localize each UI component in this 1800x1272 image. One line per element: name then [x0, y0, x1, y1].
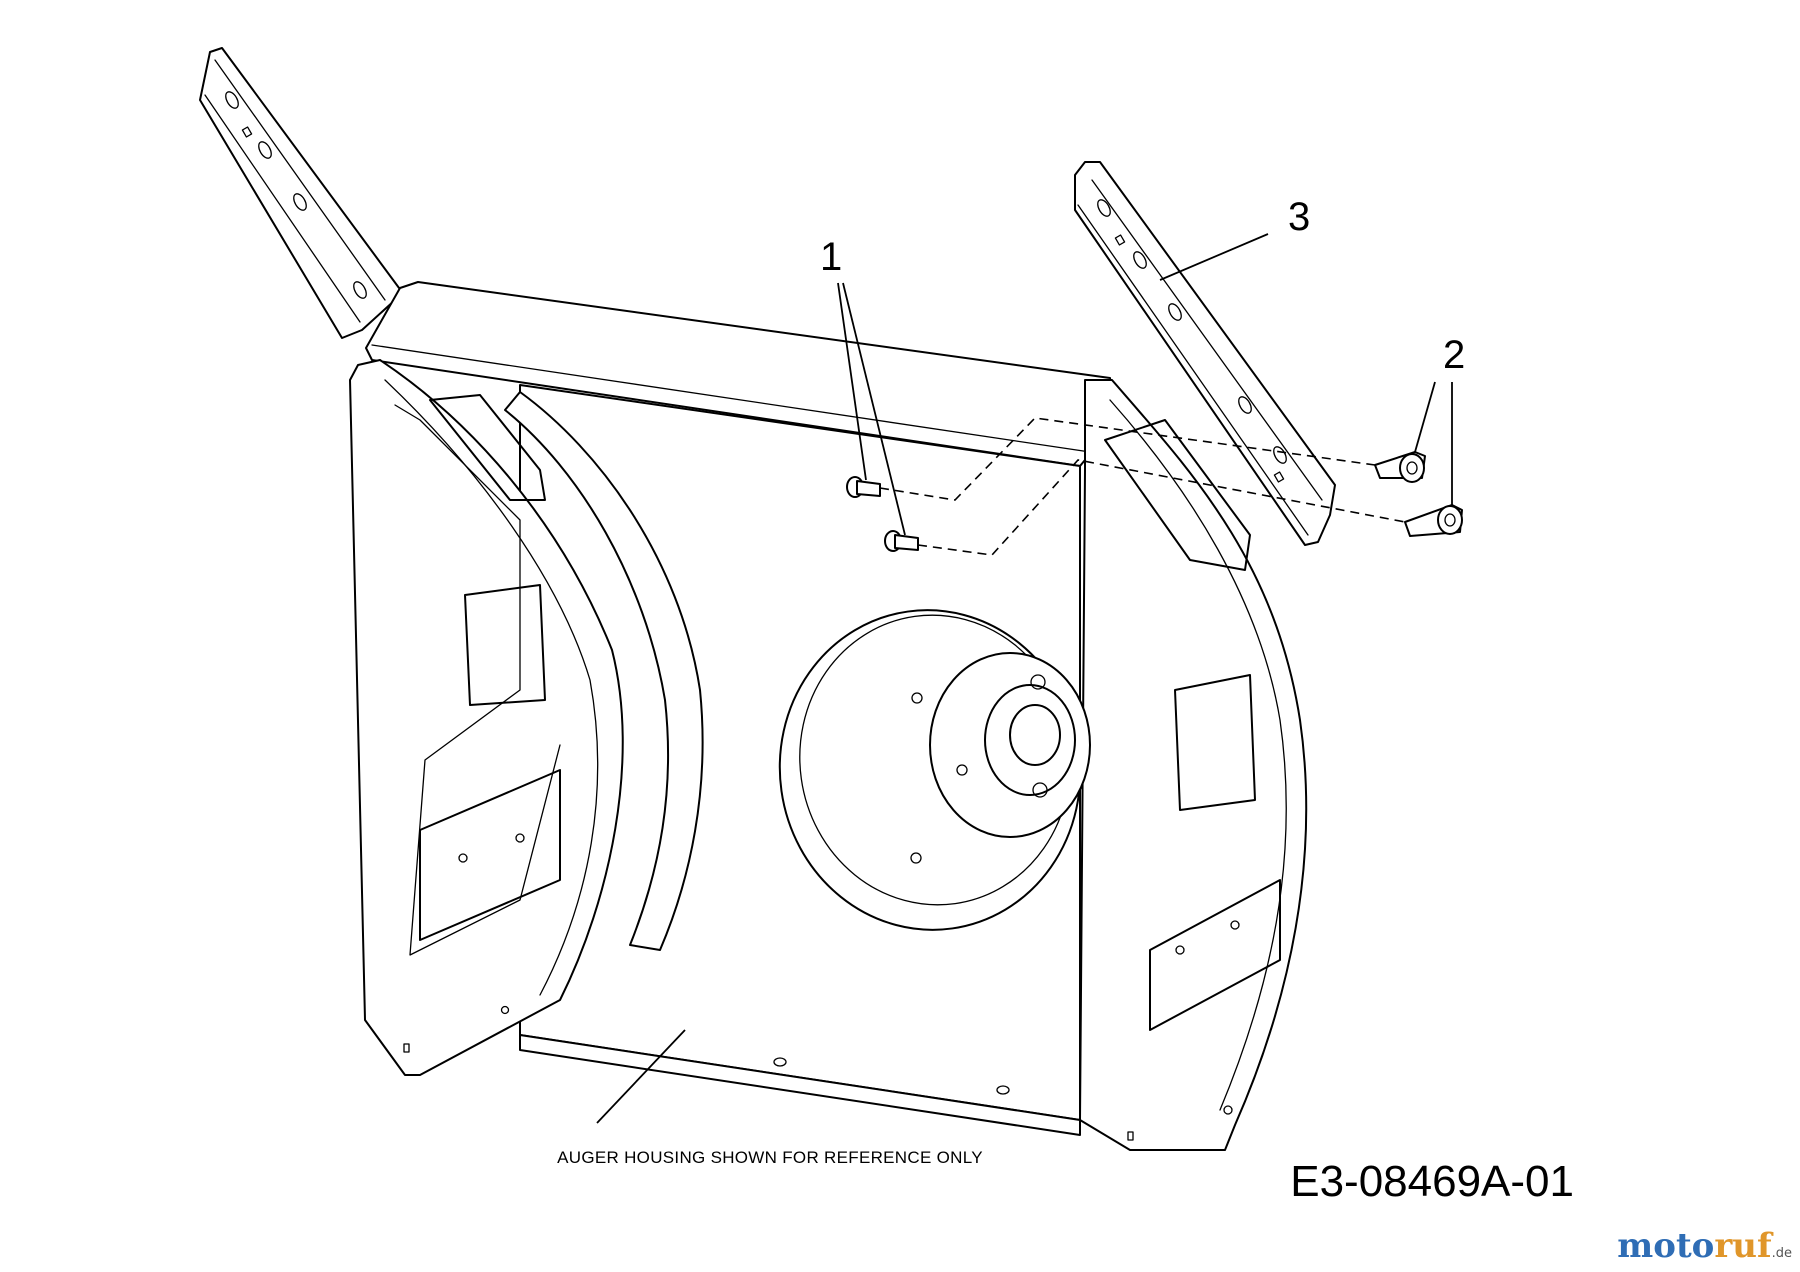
flange-nut-upper: [1374, 451, 1426, 483]
leader-lines: [596, 233, 1453, 1124]
carriage-bolt-lower: [884, 530, 919, 552]
reference-note: AUGER HOUSING SHOWN FOR REFERENCE ONLY: [557, 1148, 983, 1167]
auger-housing: [349, 281, 1308, 1151]
callout-part-2: 2: [1443, 333, 1465, 377]
callout-part-3: 3: [1288, 195, 1310, 239]
motoruf-logo: motoruf.de: [1617, 1226, 1792, 1266]
carriage-bolt-upper: [846, 476, 881, 498]
skid-shoe-part-3: [1074, 161, 1336, 546]
drawing-number: E3-08469A-01: [1290, 1157, 1574, 1206]
left-skid-shoe: [199, 47, 403, 339]
assembly-lines: [879, 417, 1406, 556]
callout-part-1: 1: [820, 235, 842, 279]
flange-nut-lower: [1404, 504, 1463, 537]
